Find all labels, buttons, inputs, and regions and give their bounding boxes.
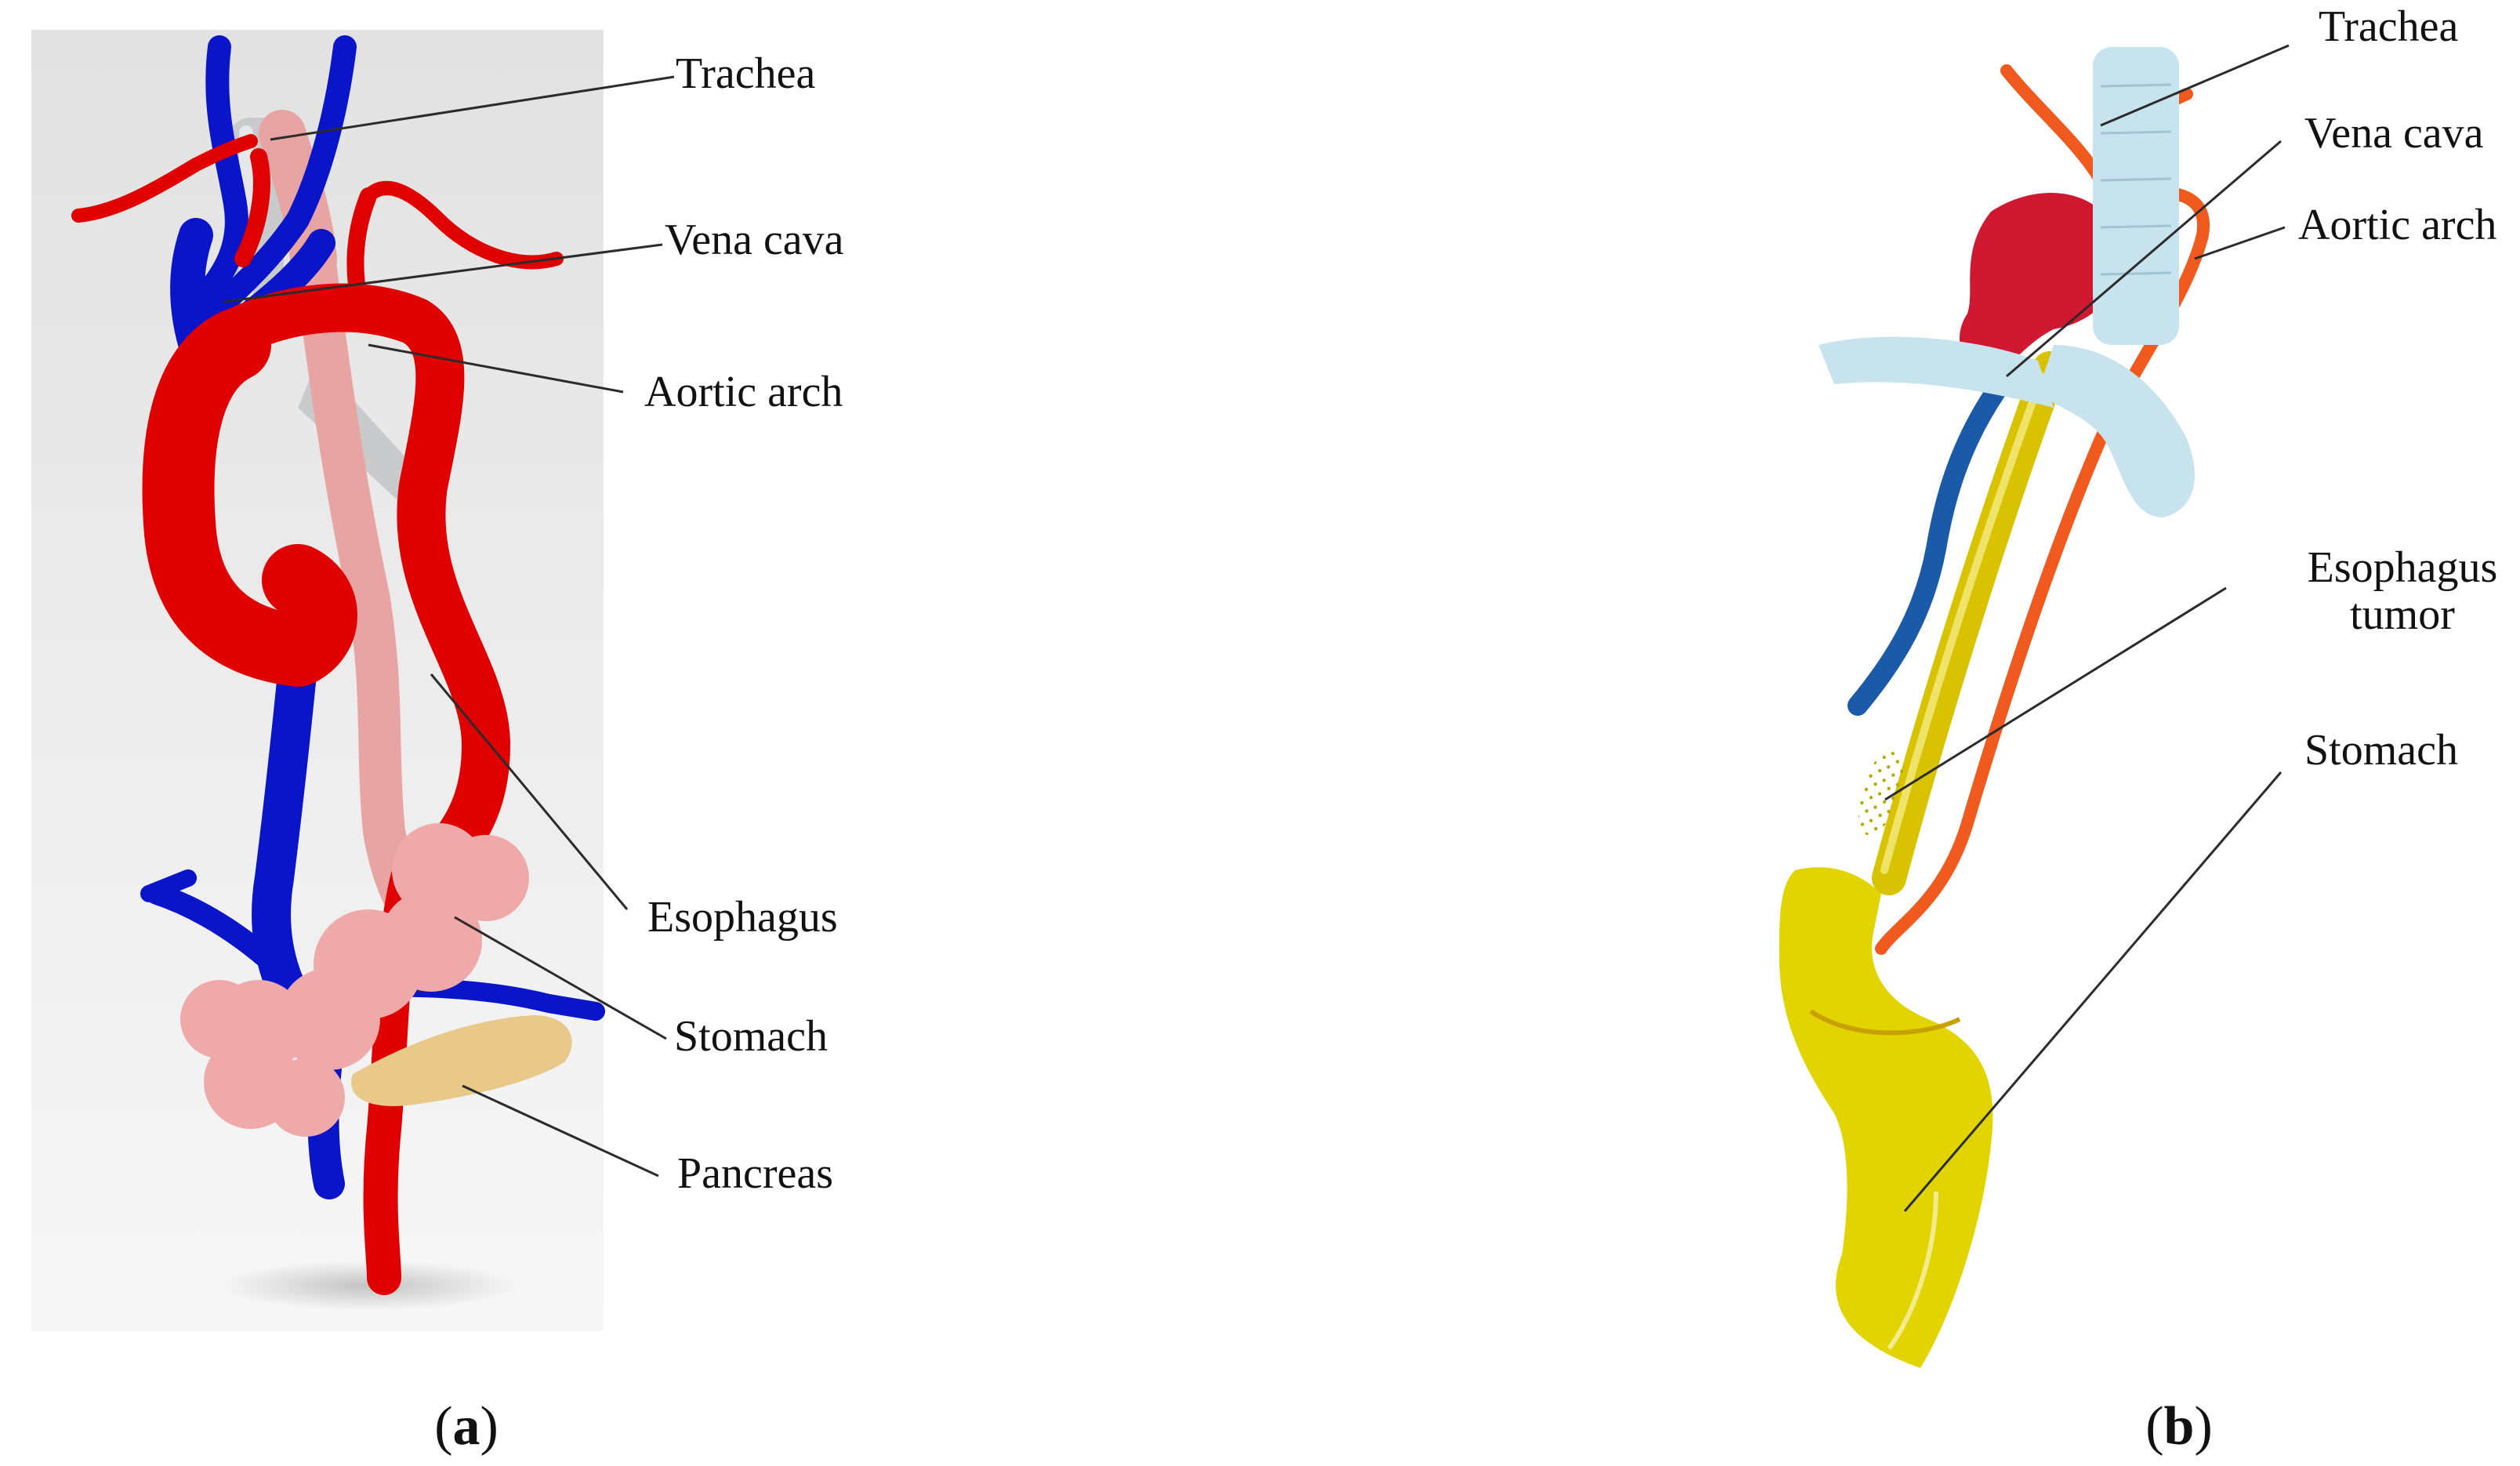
label-a-aortic-arch: Aortic arch — [644, 368, 843, 416]
label-a-vena-cava: Vena cava — [665, 216, 844, 264]
caption-a: (a) — [434, 1396, 499, 1457]
leader-lines-b — [1884, 44, 2290, 1212]
label-b-trachea: Trachea — [2319, 2, 2458, 51]
label-b-esophagus-tumor-line1: Esophagus — [2308, 543, 2498, 592]
esophagus-print — [1872, 351, 2067, 895]
panel-a: Trachea Vena cava Aortic arch Esophagus … — [31, 30, 844, 1457]
label-b-stomach: Stomach — [2304, 726, 2458, 775]
vena-cava-print — [1847, 366, 2017, 716]
label-b-vena-cava: Vena cava — [2304, 109, 2484, 158]
label-a-pancreas: Pancreas — [677, 1149, 833, 1198]
trachea-print-rings — [2100, 83, 2172, 276]
stomach-model — [180, 823, 529, 1137]
stomach-print — [1779, 867, 1993, 1368]
panel-b: Trachea Vena cava Aortic arch Esophagus … — [1779, 2, 2497, 1457]
label-a-trachea: Trachea — [676, 49, 815, 98]
aortic-arch-print — [1960, 193, 2121, 368]
leader-lines-a — [223, 75, 675, 1178]
caption-b: (b) — [2145, 1396, 2213, 1457]
pancreas-model — [351, 1015, 572, 1106]
label-a-esophagus: Esophagus — [647, 893, 838, 942]
trachea-print — [1818, 47, 2195, 517]
stomach-print-seam-2 — [1887, 1191, 1938, 1350]
label-b-aortic-arch: Aortic arch — [2298, 201, 2496, 249]
label-a-stomach: Stomach — [674, 1012, 828, 1061]
stomach-print-seam — [1809, 1009, 1961, 1036]
label-b-esophagus-tumor-line2: tumor — [2350, 590, 2455, 639]
esophagus-print-highlight — [1880, 372, 2046, 874]
esophagus-tumor-print — [1858, 748, 1905, 836]
floor-shadow — [219, 1261, 517, 1311]
